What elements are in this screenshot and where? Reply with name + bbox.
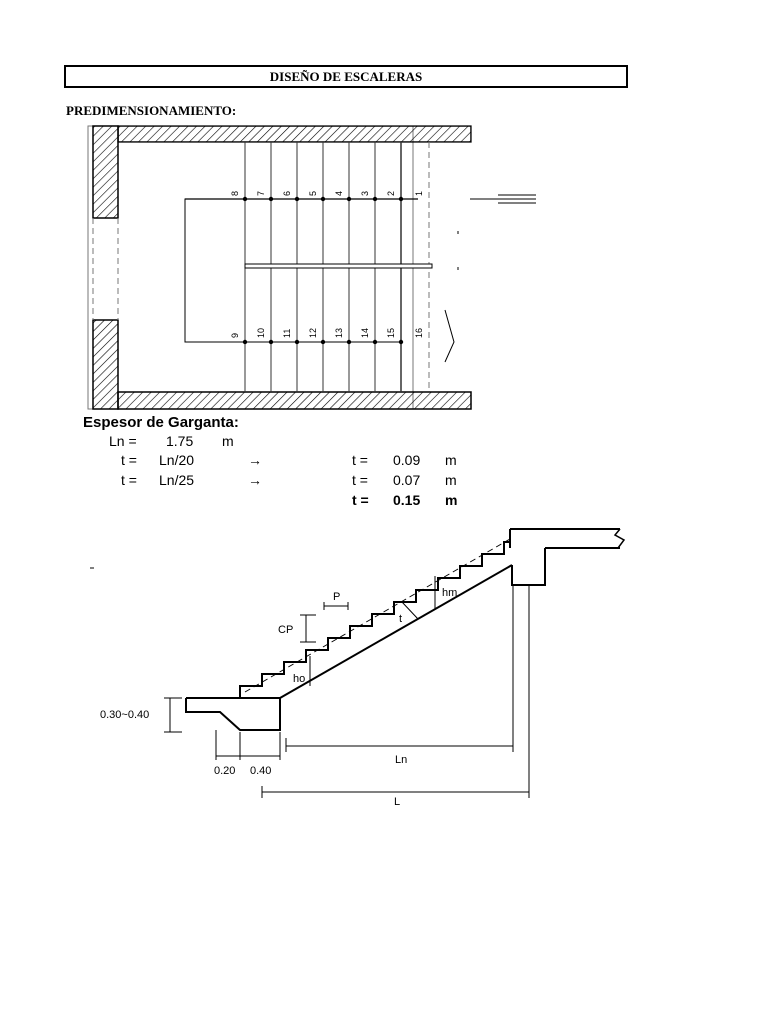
label-hm: hm bbox=[442, 587, 457, 599]
step-number: 9 bbox=[230, 333, 240, 338]
step-number: 11 bbox=[282, 329, 292, 338]
step-number: 4 bbox=[334, 191, 344, 196]
step-number: 3 bbox=[360, 191, 370, 196]
ln-row: Ln = 1.75 m bbox=[0, 433, 768, 451]
step-number: 10 bbox=[256, 328, 266, 338]
label-w2: 0.40 bbox=[250, 765, 271, 777]
garganta-heading: Espesor de Garganta: bbox=[83, 414, 239, 431]
label-cp: CP bbox=[278, 624, 293, 636]
stair-section-drawing: P CP t hm ho Ln L 0.30~0.40 0.20 0.40 bbox=[90, 528, 626, 808]
ln-unit: m bbox=[222, 433, 234, 449]
formula-row: t = Ln/20 → t = 0.09 m bbox=[121, 452, 457, 468]
label-l: L bbox=[394, 796, 400, 808]
step-number: 15 bbox=[386, 328, 396, 338]
formula-row: t = Ln/25 → t = 0.07 m bbox=[121, 472, 457, 488]
step-number: 2 bbox=[386, 191, 396, 196]
step-number: 12 bbox=[308, 328, 318, 338]
stair-plan-drawing: 8 7 6 5 4 3 2 1 9 10 11 12 13 14 15 16 bbox=[87, 125, 472, 410]
step-number: 5 bbox=[308, 191, 318, 196]
step-number: 14 bbox=[360, 328, 370, 338]
ln-value: 1.75 bbox=[166, 433, 194, 449]
result-row: t = 0.15 m bbox=[352, 492, 458, 508]
section-heading: PREDIMENSIONAMIENTO: bbox=[66, 103, 237, 118]
document-title: DISEÑO DE ESCALERAS bbox=[64, 65, 628, 88]
label-p: P bbox=[333, 591, 340, 603]
step-number: 6 bbox=[282, 191, 292, 196]
label-w1: 0.20 bbox=[214, 765, 235, 777]
label-t: t bbox=[399, 613, 402, 625]
label-height: 0.30~0.40 bbox=[100, 709, 149, 721]
label-ln: Ln bbox=[395, 754, 407, 766]
step-number: 1 bbox=[414, 191, 424, 196]
step-number: 7 bbox=[256, 191, 266, 196]
step-number: 8 bbox=[230, 191, 240, 196]
plan-break-line bbox=[470, 194, 536, 204]
step-number: 16 bbox=[414, 328, 424, 338]
step-number: 13 bbox=[334, 328, 344, 338]
label-ho: ho bbox=[293, 673, 305, 685]
ln-label: Ln = bbox=[109, 433, 137, 449]
